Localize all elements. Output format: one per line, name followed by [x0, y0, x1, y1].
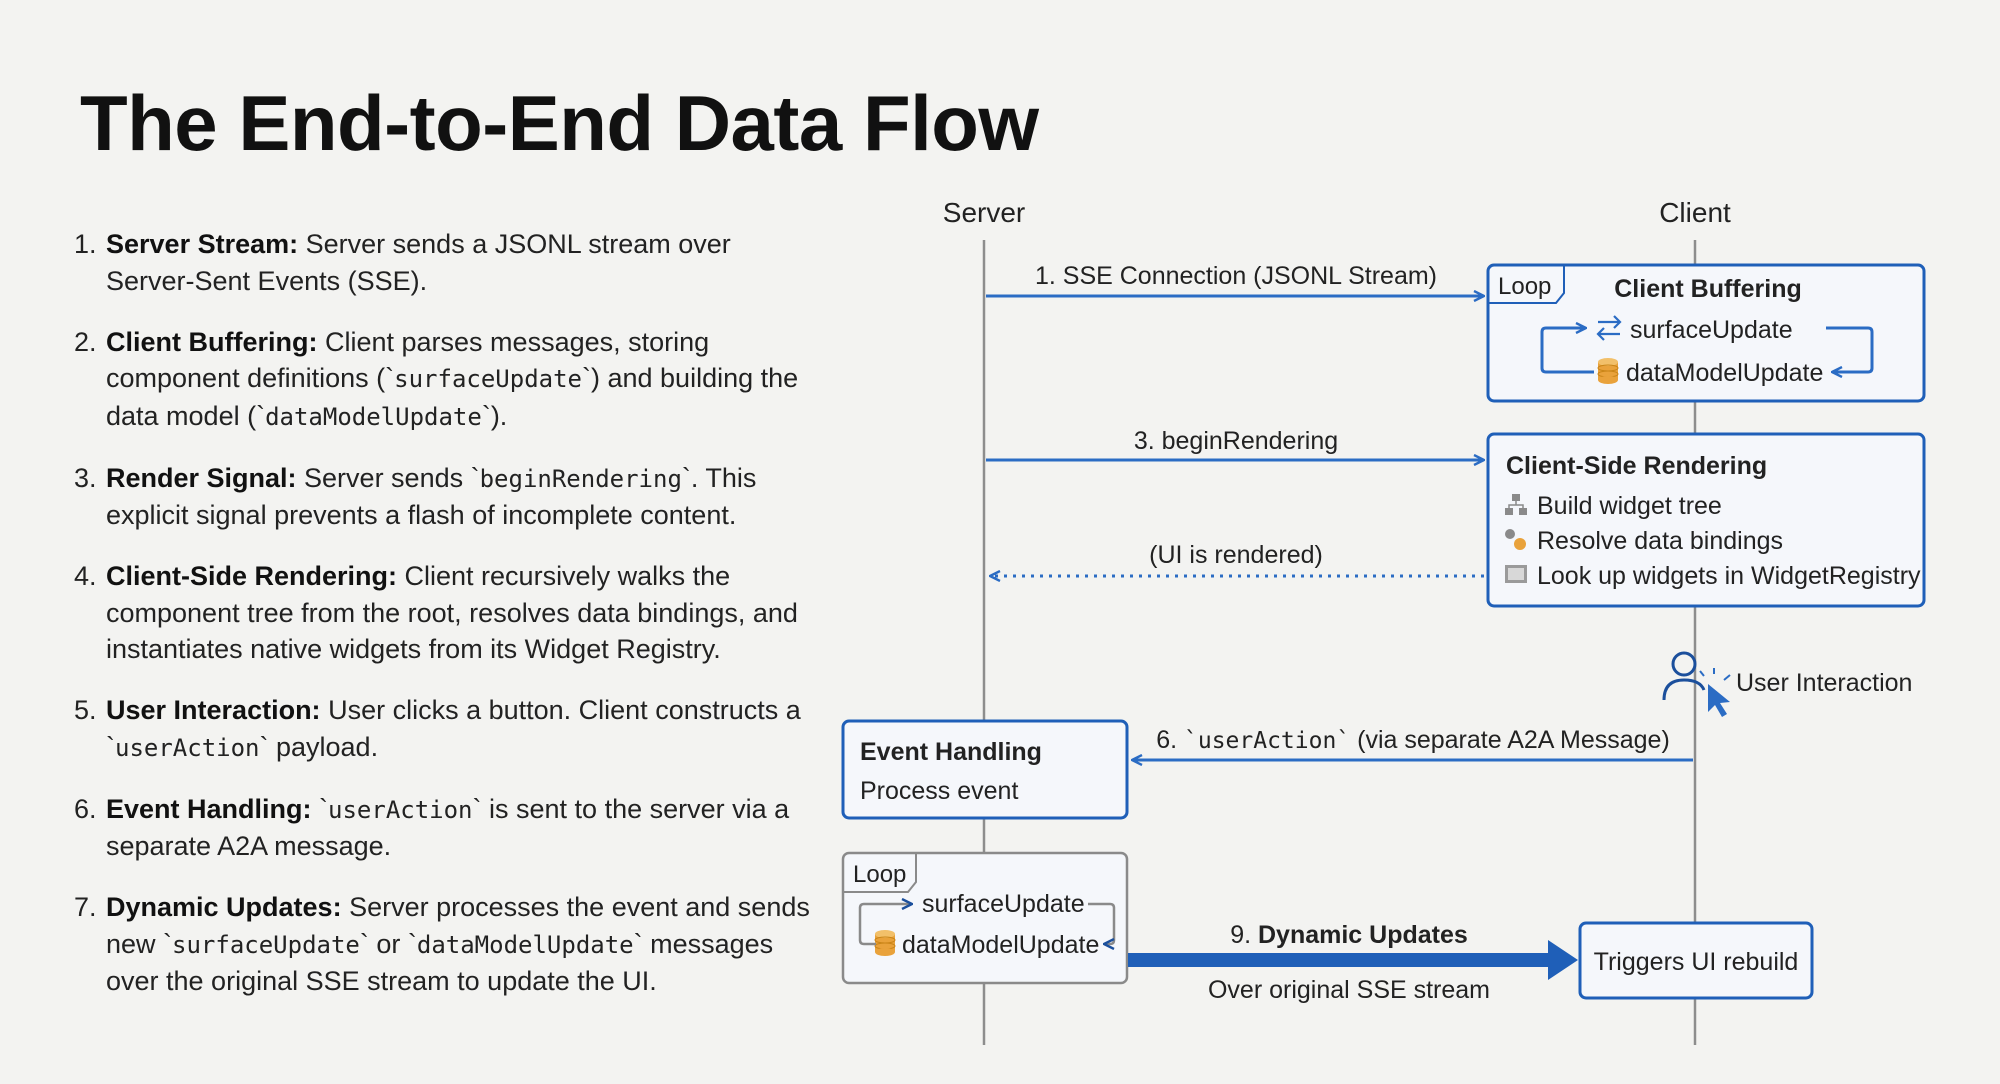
step-number: 6.: [74, 793, 97, 824]
step-text: `. This explicit signal prevents a flash…: [106, 462, 757, 531]
step-text: `) and building the data model (`: [106, 363, 799, 431]
step-text: ` payload.: [259, 731, 379, 762]
cursor-click-icon: [1699, 668, 1731, 717]
server-loop-data-model-update: dataModelUpdate: [902, 931, 1099, 959]
database-icon: [874, 930, 896, 956]
msg-sse-connection-label: 1. SSE Connection (JSONL Stream): [1035, 262, 1437, 290]
step-item: 6. Event Handling: `userAction` is sent …: [74, 791, 814, 865]
step-text: Client recursively walks the component t…: [106, 561, 798, 664]
msg-dynamic-updates-prefix: 9.: [1230, 921, 1258, 949]
step-item: 7. Dynamic Updates: Server processes the…: [74, 889, 814, 1000]
msg-dynamic-updates-label: 9. Dynamic Updates: [1230, 921, 1468, 949]
binding-icon: [1505, 529, 1526, 550]
step-text: `: [311, 793, 329, 824]
database-icon: [1597, 358, 1619, 384]
loop-tag: Loop: [1498, 273, 1551, 300]
step-text: ` is sent to the server via a separate A…: [106, 793, 790, 862]
client-loop-surface-update: surfaceUpdate: [1630, 316, 1793, 344]
step-code: dataModelUpdate: [416, 930, 634, 959]
rendering-item-build-tree: Build widget tree: [1537, 492, 1722, 520]
step-heading: User Interaction:: [106, 695, 321, 725]
step-heading: Event Handling:: [106, 793, 312, 824]
step-number: 2.: [74, 326, 97, 357]
client-lifeline-label: Client: [1659, 197, 1731, 228]
loop-tag-frame: [1488, 265, 1565, 304]
msg-dynamic-updates-sub: Over original SSE stream: [1208, 976, 1490, 1004]
step-text: Server sends `: [296, 462, 480, 493]
step-number: 3.: [74, 462, 97, 493]
step-text: `).: [481, 400, 508, 431]
step-code: userAction: [328, 795, 473, 824]
user-icon: [1662, 651, 1706, 701]
step-item: 3. Render Signal: Server sends `beginRen…: [74, 460, 814, 534]
step-number: 5.: [74, 695, 97, 725]
server-loop-tag: Loop: [853, 861, 906, 888]
server-loop-arrow-left: [858, 904, 912, 946]
msg-dynamic-updates-bold: Dynamic Updates: [1258, 921, 1468, 949]
step-item: 5. User Interaction: User clicks a butto…: [74, 692, 814, 766]
step-text: Server processes the event and sends new…: [106, 892, 810, 959]
step-item: 1. Server Stream: Server sends a JSONL s…: [74, 226, 814, 299]
step-heading: Render Signal:: [106, 462, 297, 493]
msg-user-action-suffix: (via separate A2A Message): [1350, 726, 1670, 754]
client-rendering-title: Client-Side Rendering: [1506, 452, 1767, 480]
step-code: beginRendering: [479, 464, 682, 493]
step-number: 4.: [74, 561, 97, 591]
loop-arrow-left: [1540, 328, 1594, 374]
loop-arrow-right: [1826, 326, 1874, 372]
page-title: The End-to-End Data Flow: [80, 79, 1039, 167]
ui-rebuild-box: [1578, 921, 1814, 1000]
step-heading: Server Stream:: [106, 229, 299, 259]
step-text: Server sends a JSONL stream over Server-…: [106, 229, 731, 296]
msg-user-action-label: 6. `userAction` (via separate A2A Messag…: [1156, 726, 1670, 754]
server-lifeline-label: Server: [943, 197, 1025, 228]
ui-rebuild-label: Triggers UI rebuild: [1594, 948, 1799, 976]
step-number: 7.: [74, 892, 97, 922]
client-buffering-box: [1486, 263, 1926, 403]
server-loop-arrow-right: [1088, 902, 1116, 944]
step-code: dataModelUpdate: [265, 402, 482, 431]
step-heading: Dynamic Updates:: [106, 892, 342, 922]
step-heading: Client Buffering:: [106, 326, 318, 357]
event-handling-title: Event Handling: [860, 738, 1042, 766]
step-number: 1.: [74, 229, 97, 259]
msg-dynamic-updates-head: [1548, 940, 1578, 980]
exchange-icon: [1596, 315, 1622, 341]
user-interaction-label: User Interaction: [1736, 669, 1912, 697]
step-code: surfaceUpdate: [394, 365, 582, 393]
step-heading: Client-Side Rendering:: [106, 561, 398, 591]
rendering-item-resolve-bindings: Resolve data bindings: [1537, 527, 1783, 555]
msg-dynamic-updates-shaft: [1128, 953, 1552, 967]
step-code: userAction: [115, 733, 260, 762]
event-handling-subtitle: Process event: [860, 777, 1018, 805]
step-text: Client parses messages, storing componen…: [106, 326, 710, 394]
steps-list: 1. Server Stream: Server sends a JSONL s…: [74, 226, 814, 1024]
client-rendering-box: [1486, 432, 1926, 608]
step-code: surfaceUpdate: [172, 930, 360, 959]
step-text: User clicks a button. Client constructs …: [106, 695, 801, 762]
registry-icon: [1505, 565, 1527, 583]
step-text: ` messages over the original SSE stream …: [106, 928, 774, 997]
event-handling-box: [841, 719, 1129, 820]
hierarchy-icon: [1505, 494, 1527, 515]
server-loop-tag-frame: [843, 853, 917, 893]
step-item: 2. Client Buffering: Client parses messa…: [74, 324, 814, 436]
client-loop-data-model-update: dataModelUpdate: [1626, 359, 1823, 387]
msg-begin-rendering-label: 3. beginRendering: [1134, 427, 1338, 455]
step-text: ` or `: [359, 928, 417, 959]
msg-ui-rendered-label: (UI is rendered): [1149, 541, 1323, 569]
rendering-item-lookup-widgets: Look up widgets in WidgetRegistry: [1537, 562, 1921, 590]
msg-user-action-code: `userAction`: [1184, 728, 1350, 754]
client-buffering-title: Client Buffering: [1614, 275, 1802, 303]
step-item: 4. Client-Side Rendering: Client recursi…: [74, 558, 814, 668]
server-loop-surface-update: surfaceUpdate: [922, 890, 1085, 918]
msg-user-action-prefix: 6.: [1156, 726, 1184, 754]
